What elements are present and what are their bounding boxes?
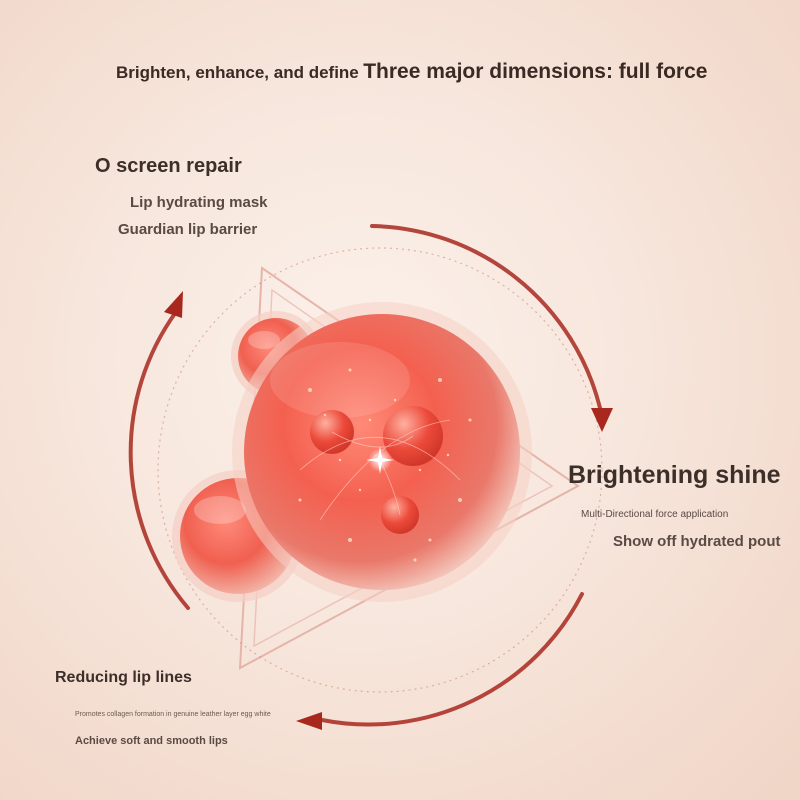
headline-main: Three major dimensions: full force <box>363 60 708 83</box>
shine-title: Brightening shine <box>568 461 781 489</box>
headline: Brighten, enhance, and define Three majo… <box>116 60 707 84</box>
shine-line1: Multi-Directional force application <box>581 509 729 520</box>
repair-line2: Guardian lip barrier <box>118 221 258 238</box>
arrow-left <box>128 291 190 610</box>
shine-line2: Show off hydrated pout <box>613 533 781 550</box>
headline-prefix: Brighten, enhance, and define <box>116 63 359 82</box>
repair-title: O screen repair <box>95 155 242 177</box>
orbit-dashed <box>157 247 603 693</box>
molecule-spheres <box>172 302 532 602</box>
lines-title: Reducing lip lines <box>55 669 192 686</box>
arrow-bottom <box>296 592 584 730</box>
repair-line1: Lip hydrating mask <box>130 194 268 211</box>
arrow-top-right <box>370 224 613 432</box>
lines-line1: Promotes collagen formation in genuine l… <box>75 711 271 718</box>
lines-line2: Achieve soft and smooth lips <box>75 735 228 747</box>
